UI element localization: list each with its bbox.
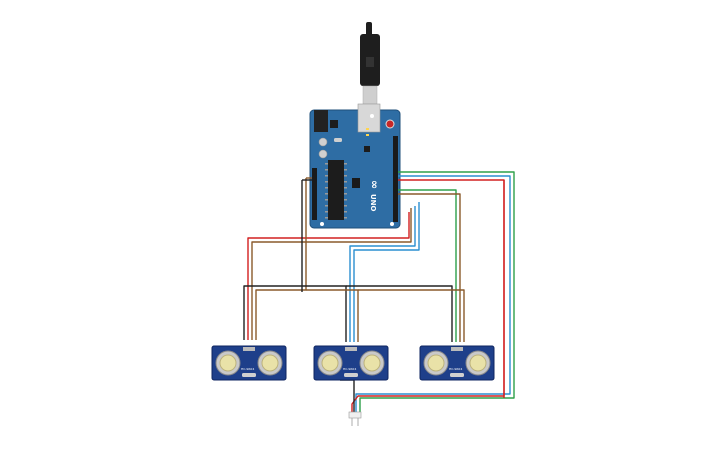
usb-plug-grip bbox=[366, 57, 374, 67]
wire-echo-sensor1[interactable] bbox=[255, 178, 307, 340]
piezo-icon[interactable] bbox=[348, 411, 362, 426]
icsp-header bbox=[352, 178, 360, 188]
power-jack bbox=[314, 110, 328, 132]
reset-button[interactable] bbox=[385, 119, 395, 129]
sensor-label: HC-SR04 bbox=[241, 367, 254, 371]
wire-buzzer-green[interactable] bbox=[359, 171, 515, 414]
sensor-crystal bbox=[242, 373, 256, 377]
mount-hole bbox=[390, 222, 394, 226]
sensor-pins[interactable] bbox=[451, 347, 463, 351]
ultrasonic-sensor-1[interactable]: HC-SR04 bbox=[211, 345, 287, 381]
wire-power-sensor3[interactable] bbox=[358, 289, 465, 342]
usb-port bbox=[357, 103, 381, 133]
mount-hole bbox=[320, 222, 324, 226]
wire-trig-sensor3[interactable] bbox=[398, 189, 457, 342]
capacitor-1 bbox=[318, 137, 328, 147]
transducer-mesh bbox=[427, 354, 445, 372]
wire-power-sensor1[interactable] bbox=[247, 212, 410, 340]
wire-trig-sensor2[interactable] bbox=[349, 206, 416, 342]
power-header[interactable] bbox=[312, 168, 317, 220]
usb-plug-metal bbox=[362, 85, 378, 105]
transducer-mesh bbox=[321, 354, 339, 372]
sensor-crystal bbox=[344, 373, 358, 377]
led-indicator bbox=[366, 134, 369, 136]
wire-buzzer-blue[interactable] bbox=[355, 175, 511, 414]
uno-label: UNO bbox=[369, 194, 377, 212]
piezo-body bbox=[348, 411, 362, 419]
wire-ground-sensor2[interactable] bbox=[302, 285, 347, 342]
sensor-label: HC-SR04 bbox=[343, 367, 356, 371]
wire-ground-sensor3[interactable] bbox=[346, 285, 453, 342]
crystal bbox=[334, 138, 342, 142]
uno-logo: ∞ bbox=[368, 180, 381, 189]
wire-buzzer-red[interactable] bbox=[351, 180, 505, 414]
sensor-pins[interactable] bbox=[345, 347, 357, 351]
digital-header[interactable] bbox=[393, 136, 398, 222]
transducer-mesh bbox=[261, 354, 279, 372]
wire-signal-sensor1[interactable] bbox=[251, 208, 412, 340]
sensor-label: HC-SR04 bbox=[449, 367, 462, 371]
transducer-mesh bbox=[219, 354, 237, 372]
wires bbox=[243, 171, 515, 414]
capacitor-2 bbox=[318, 149, 328, 159]
led-indicator bbox=[366, 128, 369, 130]
usb-chip bbox=[364, 146, 370, 152]
ultrasonic-sensor-2[interactable]: HC-SR04 bbox=[313, 345, 389, 381]
atmega-chip bbox=[328, 160, 344, 220]
arduino-board[interactable]: ∞ UNO bbox=[309, 103, 401, 229]
mount-hole bbox=[370, 114, 374, 118]
sensor-pins[interactable] bbox=[243, 347, 255, 351]
wire-echo-sensor2[interactable] bbox=[353, 202, 420, 342]
usb-cable[interactable] bbox=[360, 22, 380, 105]
atmega-pins bbox=[325, 163, 347, 219]
usb-cable-wire bbox=[366, 22, 372, 36]
wire-echo-sensor3[interactable] bbox=[398, 193, 461, 342]
regulator-chip bbox=[330, 120, 338, 128]
wire-ground-sensor1[interactable] bbox=[243, 180, 303, 340]
sensor-crystal bbox=[450, 373, 464, 377]
transducer-mesh bbox=[469, 354, 487, 372]
transducer-mesh bbox=[363, 354, 381, 372]
ultrasonic-sensor-3[interactable]: HC-SR04 bbox=[419, 345, 495, 381]
